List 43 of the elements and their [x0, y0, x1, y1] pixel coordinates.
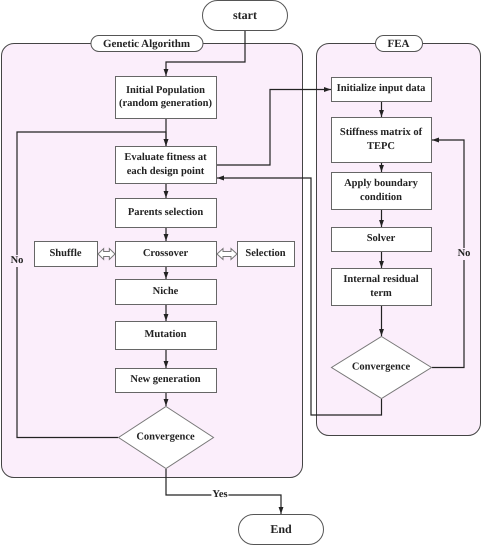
process-box: Parents selection [114, 198, 216, 228]
process-box: Mutation [114, 320, 216, 350]
process-box: Evaluate fitness at each design point [114, 146, 216, 184]
arrow [164, 31, 246, 76]
process-box: Shuffle [34, 240, 98, 266]
arrow [432, 138, 465, 368]
arrow [379, 102, 384, 117]
arrow [379, 163, 384, 172]
decision-label: Convergence [136, 432, 195, 442]
arrow [164, 184, 168, 198]
process-box: Solver [330, 226, 432, 252]
process-box: Stiffness matrix of TEPC [330, 116, 432, 162]
arrow [164, 350, 168, 368]
decision-label: Convergence [352, 362, 410, 372]
double-arrow [97, 247, 116, 261]
process-box: Apply boundary condition [330, 172, 432, 210]
edge-label: No [10, 255, 24, 267]
panel-heading: Genetic Algorithm [90, 34, 204, 52]
arrow [16, 131, 168, 438]
process-box: Crossover [114, 240, 216, 266]
arrow [217, 87, 331, 166]
process-box: New generation [114, 368, 216, 392]
arrow [379, 210, 384, 227]
arrow [217, 176, 382, 416]
terminal-pill: start [202, 0, 288, 31]
edge-label: No [456, 248, 472, 260]
process-box: Selection [236, 240, 294, 266]
process-box: Niche [114, 278, 216, 304]
panel-heading: FEA [374, 34, 422, 52]
arrow [164, 228, 168, 241]
arrow [164, 267, 168, 279]
process-box: Initialize input data [330, 76, 432, 102]
arrow [379, 306, 384, 336]
process-box: Internal residual term [330, 268, 432, 306]
arrow [379, 252, 384, 268]
arrow [164, 393, 168, 406]
double-arrow [216, 247, 238, 261]
arrow [164, 305, 168, 321]
decision-diamond [330, 336, 432, 398]
arrow [165, 469, 284, 514]
decision-diamond [118, 406, 214, 468]
terminal-pill: End [238, 514, 324, 545]
process-box: Initial Population (random generation) [114, 76, 216, 118]
